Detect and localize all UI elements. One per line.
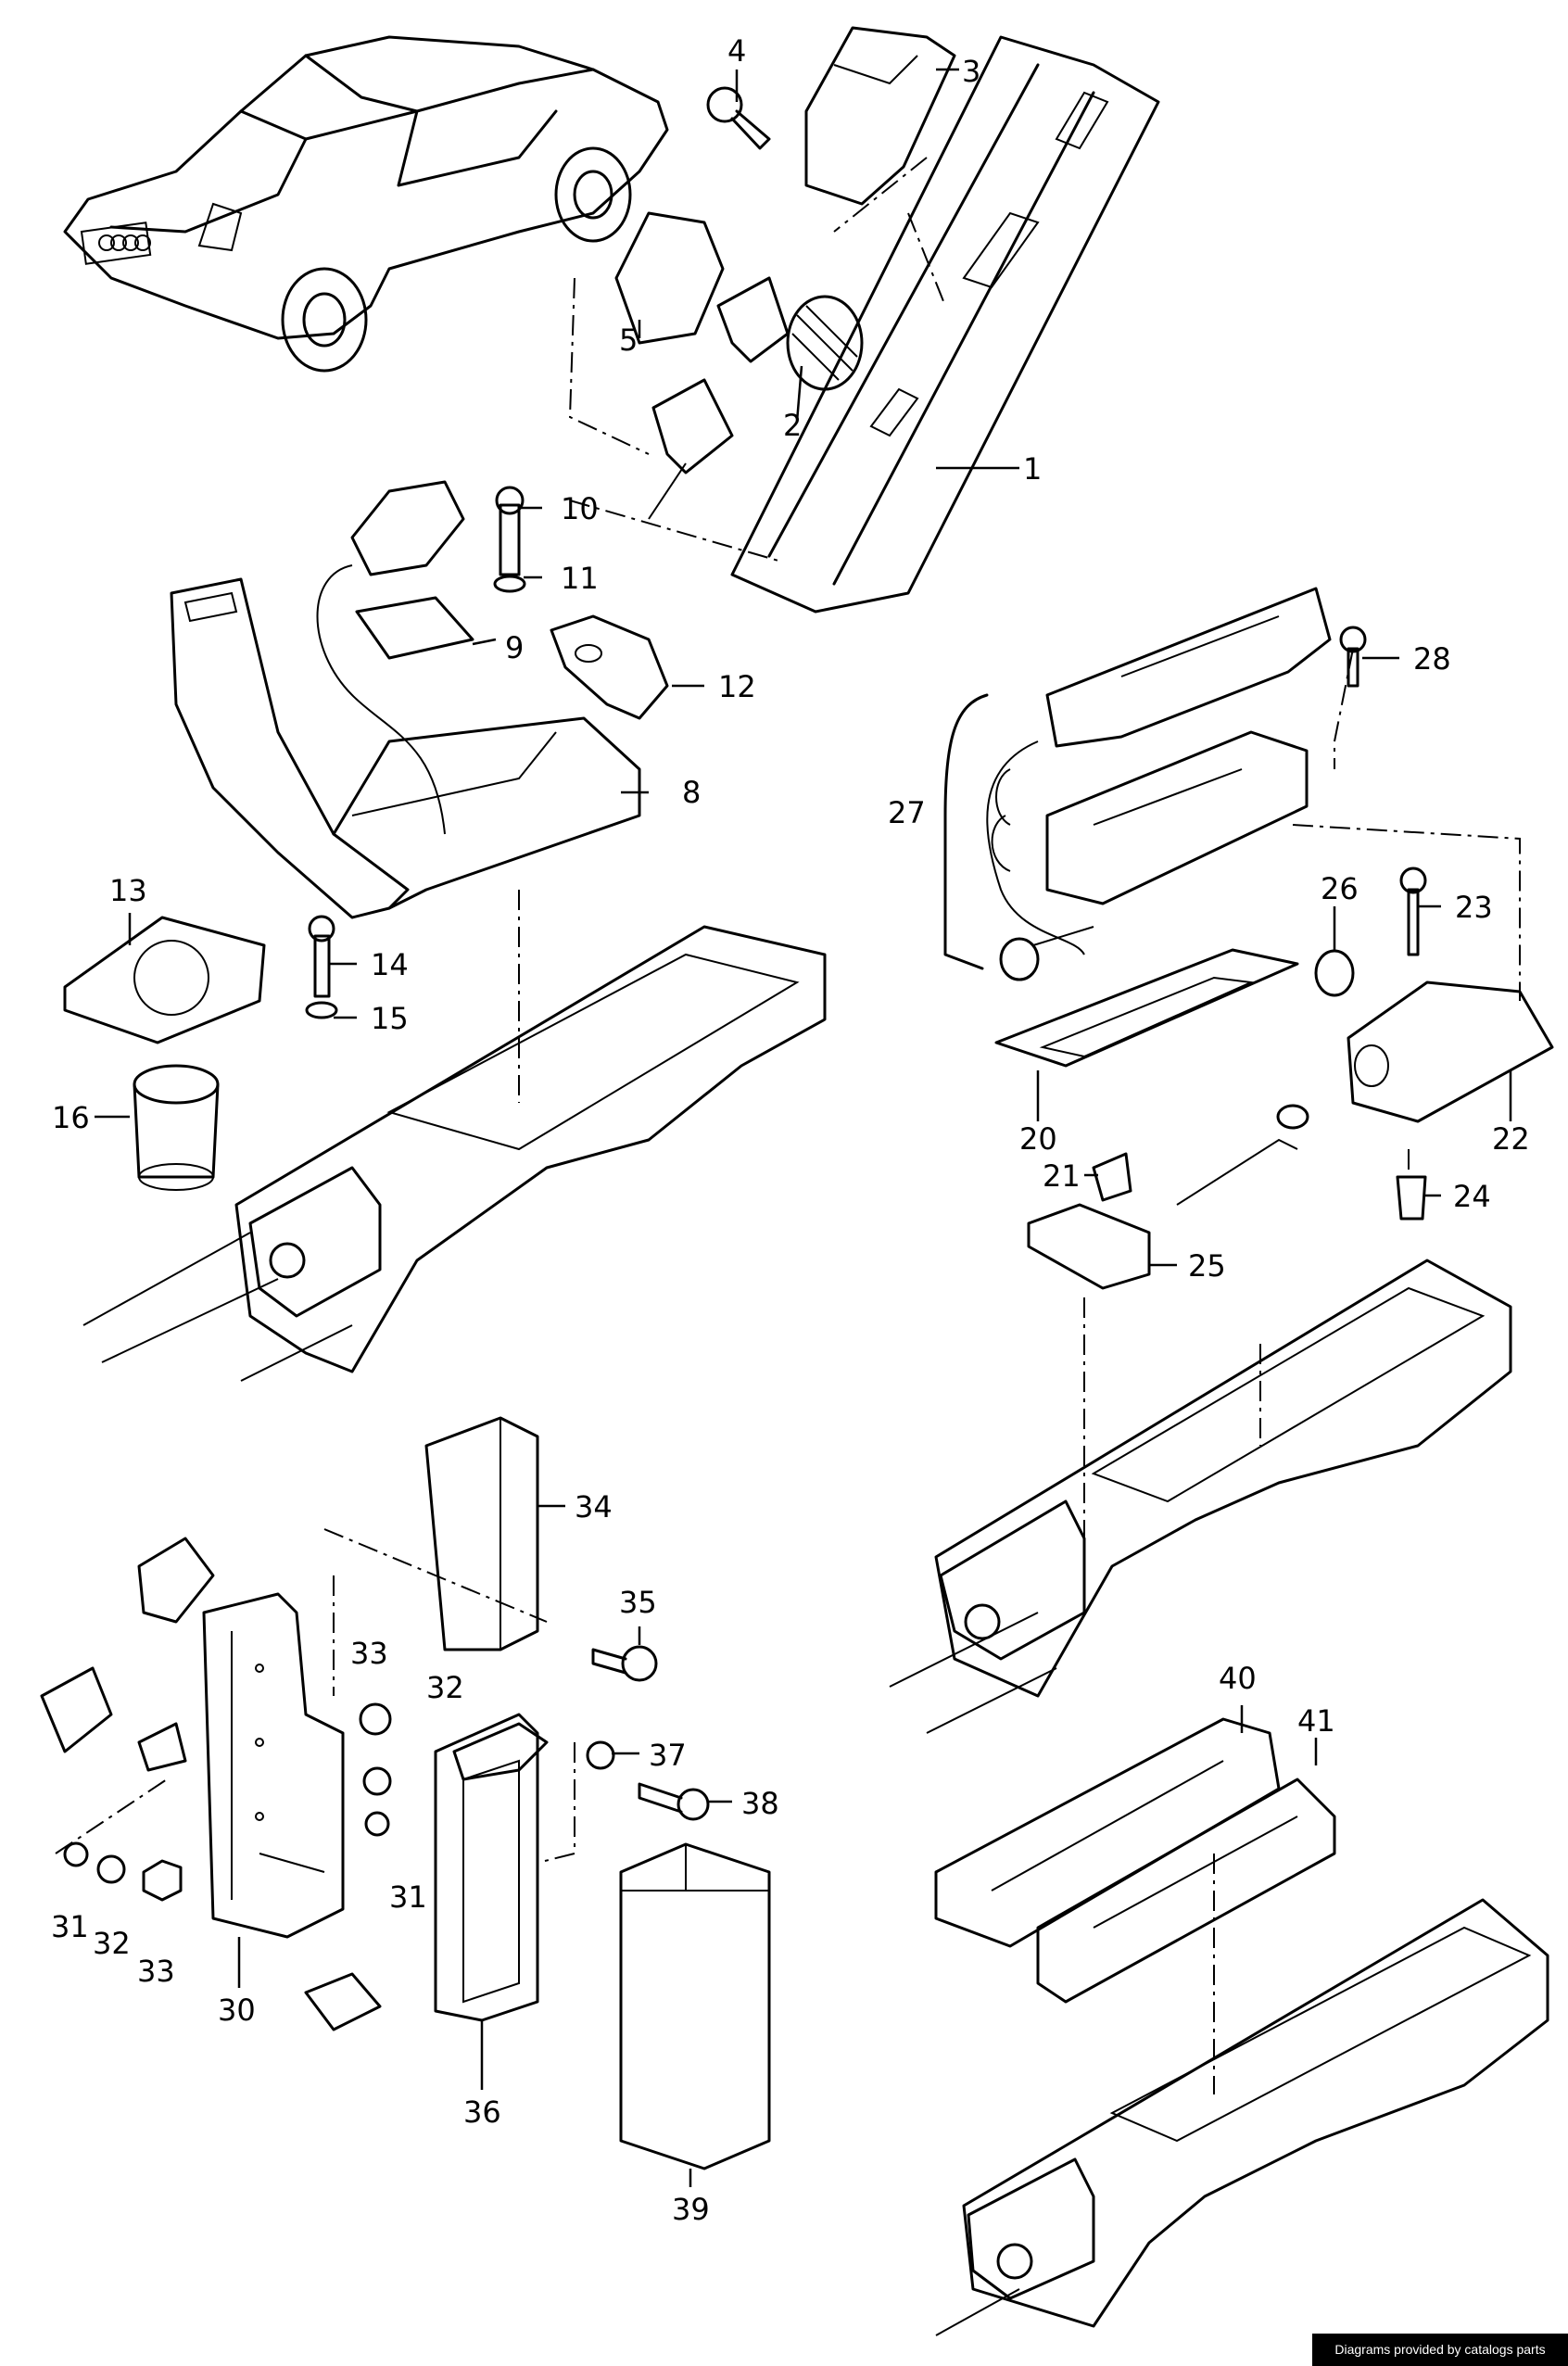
callout-10: 10 [561,491,599,526]
callout-22: 22 [1492,1121,1530,1157]
credit-banner: Diagrams provided by catalogs parts [1312,2334,1568,2366]
callout-31b: 31 [389,1879,427,1915]
callout-23: 23 [1455,890,1493,925]
callout-34: 34 [575,1489,613,1525]
callout-24: 24 [1453,1179,1491,1214]
callout-15: 15 [371,1001,409,1036]
callout-11: 11 [561,561,599,596]
callout-4: 4 [727,33,746,69]
callout-26: 26 [1321,871,1359,906]
callout-20: 20 [1019,1121,1057,1157]
callout-40: 40 [1219,1661,1257,1696]
callout-27: 27 [888,795,926,830]
callout-12: 12 [718,669,756,704]
callout-33b: 33 [350,1636,388,1671]
callout-21: 21 [1043,1158,1081,1194]
callout-16: 16 [52,1100,90,1135]
callout-41: 41 [1297,1703,1335,1739]
callout-2: 2 [783,408,802,443]
callout-32b: 32 [426,1670,464,1705]
callout-37: 37 [649,1738,687,1773]
car-illustration [63,35,669,373]
callout-3: 3 [962,54,980,89]
callout-38: 38 [741,1786,779,1821]
armrest-assembly [63,480,827,1382]
callout-25: 25 [1188,1248,1226,1284]
callout-31a: 31 [51,1909,89,1944]
callout-14: 14 [371,947,409,982]
callout-13: 13 [109,873,147,908]
telephone-assembly [889,587,1554,1734]
callout-9: 9 [505,630,524,665]
roof-rail-assembly [568,26,1160,614]
callout-36: 36 [463,2094,501,2130]
bracket-assembly [40,1416,771,2170]
callout-32a: 32 [93,1926,131,1961]
callout-1: 1 [1023,451,1042,487]
radio-tray-assembly [934,1717,1549,2336]
leader-lines [95,68,1512,2187]
callout-35: 35 [619,1585,657,1620]
callout-labels: 1 2 3 4 5 8 9 10 11 12 13 14 15 16 20 21… [51,33,1530,2227]
callout-5: 5 [619,323,638,358]
callout-39: 39 [672,2192,710,2227]
callout-30: 30 [218,1993,256,2028]
callout-33a: 33 [137,1954,175,1989]
callout-8: 8 [682,775,701,810]
callout-28: 28 [1413,641,1451,677]
